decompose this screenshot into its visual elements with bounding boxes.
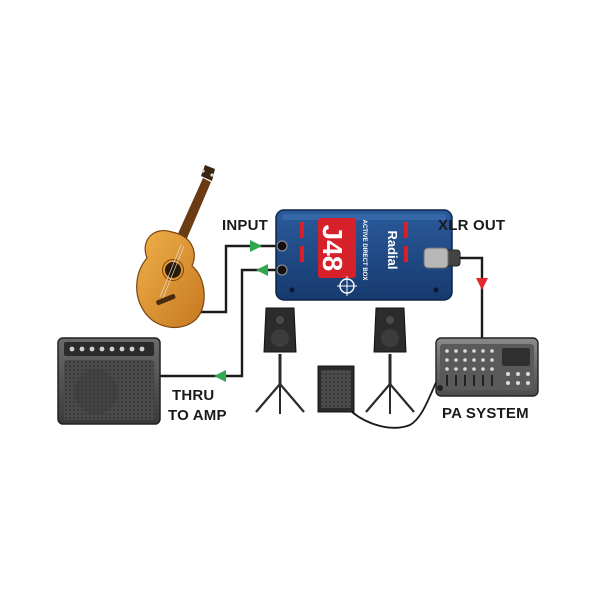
direct-box-icon: J48 ACTIVE DIRECT BOX Radial (275, 209, 461, 301)
to-amp-label: TO AMP (168, 407, 227, 424)
powered-mixer-icon (435, 337, 539, 397)
thru-label: THRU (172, 387, 215, 404)
subwoofer-icon (317, 365, 355, 413)
input-arrow (250, 240, 262, 252)
pa-speaker-right-icon (365, 307, 415, 414)
output-arrow (476, 278, 488, 290)
cable-xlr-to-mixer (452, 256, 484, 338)
brand-text: Radial (385, 230, 400, 269)
thru-arrow-upper (256, 264, 268, 276)
acoustic-guitar-icon (136, 165, 215, 328)
input-label: INPUT (222, 217, 268, 234)
guitar-amplifier-icon (57, 337, 161, 425)
xlr-out-label: XLR OUT (438, 217, 506, 234)
cable-mixer-to-subwoofer (351, 377, 439, 429)
model-text: J48 (317, 225, 348, 272)
subtitle-text: ACTIVE DIRECT BOX (361, 220, 367, 281)
thru-arrow-lower (214, 370, 226, 382)
pa-speaker-left-icon (255, 307, 305, 414)
cable-guitar-to-input (200, 244, 276, 314)
crosshair-logo-icon (337, 276, 357, 296)
pa-system-label: PA SYSTEM (442, 405, 529, 422)
